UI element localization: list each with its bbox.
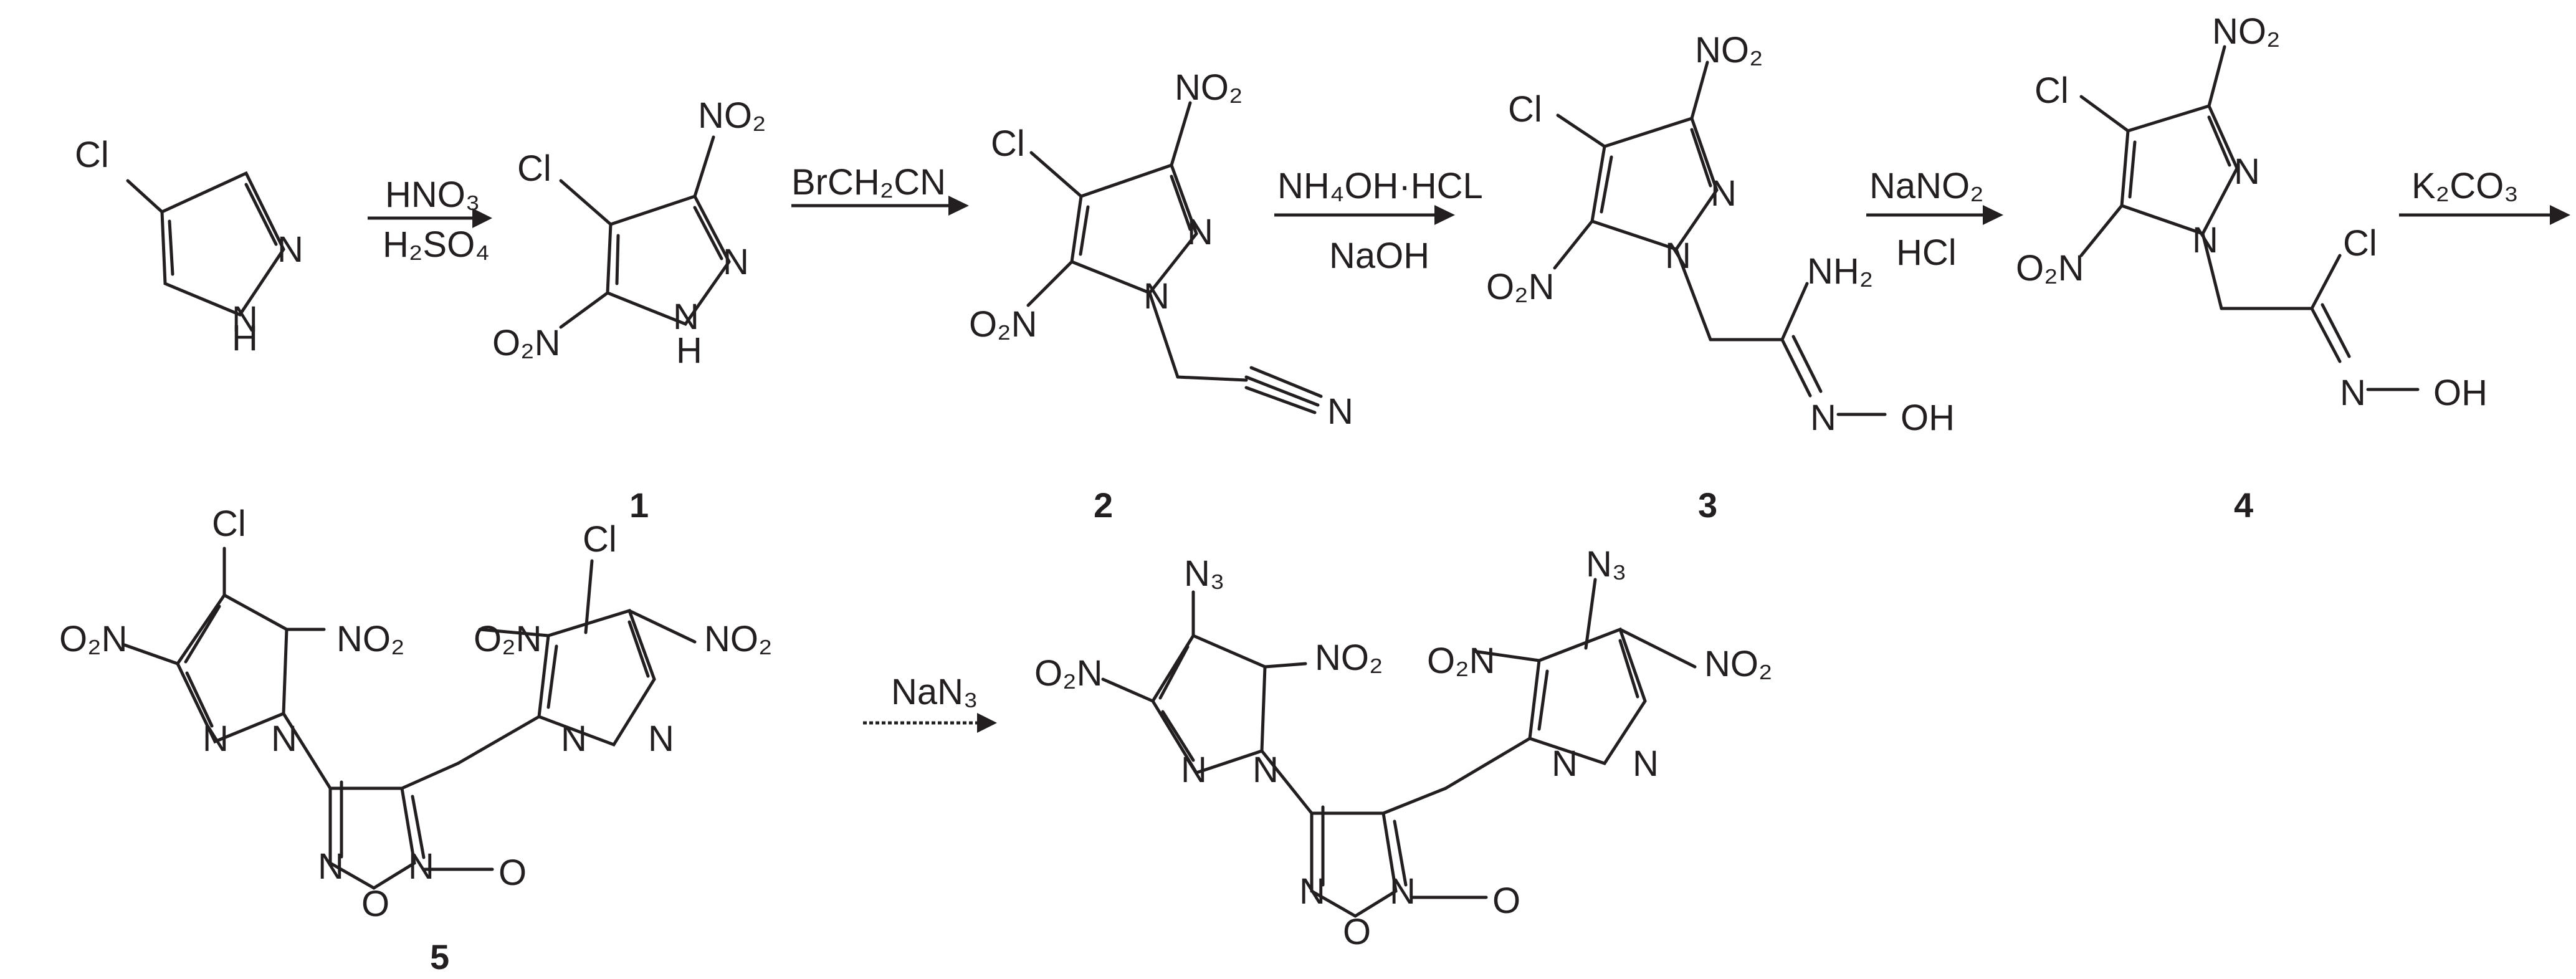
group-no2: NO₂ bbox=[1315, 638, 1383, 678]
final-product: N₃ O₂N NO₂ N N N N O O N₃ O₂N NO₂ N N bbox=[1034, 544, 1773, 952]
atom-n: N bbox=[1710, 173, 1737, 214]
group-n3: N₃ bbox=[1586, 544, 1627, 585]
atom-n: N bbox=[232, 299, 258, 340]
atom-cl: Cl bbox=[75, 135, 109, 175]
reaction-arrow-4: NaNO₂ HCl bbox=[1866, 166, 2003, 273]
reagent-nh4oh-hcl: NH₄OH·HCL bbox=[1277, 166, 1483, 206]
group-no2: NO₂ bbox=[1175, 67, 1243, 108]
reagent-hcl: HCl bbox=[1896, 232, 1957, 273]
atom-n: N bbox=[203, 719, 229, 759]
reagent-hno3: HNO₃ bbox=[385, 174, 480, 215]
group-no2: NO₂ bbox=[704, 619, 773, 659]
reaction-arrow-6: NaN₃ bbox=[863, 672, 997, 733]
atom-o: O bbox=[1343, 912, 1371, 952]
atom-cl: Cl bbox=[583, 519, 617, 560]
group-o2n: O₂N bbox=[1486, 267, 1555, 307]
atom-cl: Cl bbox=[517, 148, 551, 189]
atom-n: N bbox=[1552, 743, 1578, 784]
atom-n: N bbox=[2340, 373, 2366, 413]
reagent-brch2cn: BrCH₂CN bbox=[791, 162, 946, 203]
atom-o: O bbox=[361, 884, 389, 924]
group-o2n: O₂N bbox=[59, 619, 128, 659]
reagent-naoh: NaOH bbox=[1329, 236, 1429, 276]
group-n3: N₃ bbox=[1184, 553, 1225, 594]
group-nh2: NH₂ bbox=[1807, 251, 1873, 292]
group-no2: NO₂ bbox=[1704, 644, 1773, 684]
atom-n: N bbox=[1390, 871, 1416, 912]
compound-4: Cl NO₂ N N O₂N Cl N OH 4 bbox=[2016, 11, 2488, 525]
reagent-nano2: NaNO₂ bbox=[1869, 166, 1984, 206]
atom-n: N bbox=[723, 242, 749, 282]
reagent-k2co3: K₂CO₃ bbox=[2411, 166, 2519, 206]
atom-n: N bbox=[648, 719, 674, 759]
group-oh: OH bbox=[1901, 398, 1955, 438]
group-no2: NO₂ bbox=[1695, 30, 1763, 70]
compound-5: Cl O₂N NO₂ N N N N O O Cl O₂N NO₂ N N 5 bbox=[59, 504, 773, 977]
atom-o: O bbox=[499, 852, 527, 893]
atom-n: N bbox=[561, 719, 587, 759]
atom-n: N bbox=[271, 719, 297, 759]
atom-n: N bbox=[408, 846, 434, 887]
atom-h: H bbox=[676, 330, 702, 371]
atom-n: N bbox=[1181, 750, 1207, 790]
compound-1: Cl NO₂ N N H O₂N 1 bbox=[492, 95, 766, 525]
group-o2n: O₂N bbox=[969, 304, 1038, 345]
compound-3: Cl NO₂ N N O₂N NH₂ N OH 3 bbox=[1486, 30, 1955, 525]
atom-n: N bbox=[1327, 391, 1353, 432]
reaction-arrow-2: BrCH₂CN bbox=[791, 162, 969, 216]
group-o2n: O₂N bbox=[2016, 248, 2084, 289]
group-o2n: O₂N bbox=[1034, 653, 1103, 694]
atom-n: N bbox=[1810, 398, 1836, 438]
atom-h: H bbox=[232, 318, 258, 358]
atom-n: N bbox=[1187, 212, 1213, 252]
compound-number-1: 1 bbox=[629, 485, 649, 525]
reagent-h2so4: H₂SO₄ bbox=[383, 224, 490, 265]
atom-n: N bbox=[1665, 236, 1691, 276]
atom-cl: Cl bbox=[2035, 70, 2069, 111]
atom-n: N bbox=[1143, 276, 1170, 317]
atom-o: O bbox=[1492, 881, 1520, 921]
group-no2: NO₂ bbox=[698, 95, 766, 136]
atom-cl: Cl bbox=[991, 123, 1025, 164]
compound-number-5: 5 bbox=[430, 937, 449, 977]
atom-n: N bbox=[2234, 151, 2260, 192]
atom-n: N bbox=[1299, 871, 1325, 912]
atom-n: N bbox=[1633, 743, 1659, 784]
compound-number-3: 3 bbox=[1698, 485, 1717, 525]
atom-n: N bbox=[318, 846, 344, 887]
atom-n: N bbox=[2192, 220, 2218, 260]
atom-n: N bbox=[673, 297, 699, 337]
atom-cl: Cl bbox=[2343, 223, 2377, 264]
atom-n: N bbox=[1252, 750, 1279, 790]
compound-2: Cl NO₂ N N O₂N N 2 bbox=[969, 67, 1353, 525]
group-o2n: O₂N bbox=[492, 323, 561, 363]
start-4-chloropyrazole: Cl N N H bbox=[75, 135, 303, 358]
compound-number-2: 2 bbox=[1094, 485, 1113, 525]
reaction-arrow-5: K₂CO₃ bbox=[2399, 166, 2570, 225]
atom-cl: Cl bbox=[212, 504, 246, 544]
reaction-arrow-1: HNO₃ H₂SO₄ bbox=[368, 174, 492, 265]
group-no2: NO₂ bbox=[2212, 11, 2281, 52]
compound-number-4: 4 bbox=[2234, 485, 2253, 525]
group-oh: OH bbox=[2433, 373, 2488, 413]
atom-cl: Cl bbox=[1508, 89, 1542, 130]
group-no2: NO₂ bbox=[336, 619, 405, 659]
group-o2n: O₂N bbox=[1427, 641, 1496, 681]
reagent-nan3: NaN₃ bbox=[891, 672, 978, 712]
reaction-arrow-3: NH₄OH·HCL NaOH bbox=[1274, 166, 1483, 276]
group-o2n: O₂N bbox=[474, 619, 542, 659]
atom-n: N bbox=[277, 229, 303, 270]
